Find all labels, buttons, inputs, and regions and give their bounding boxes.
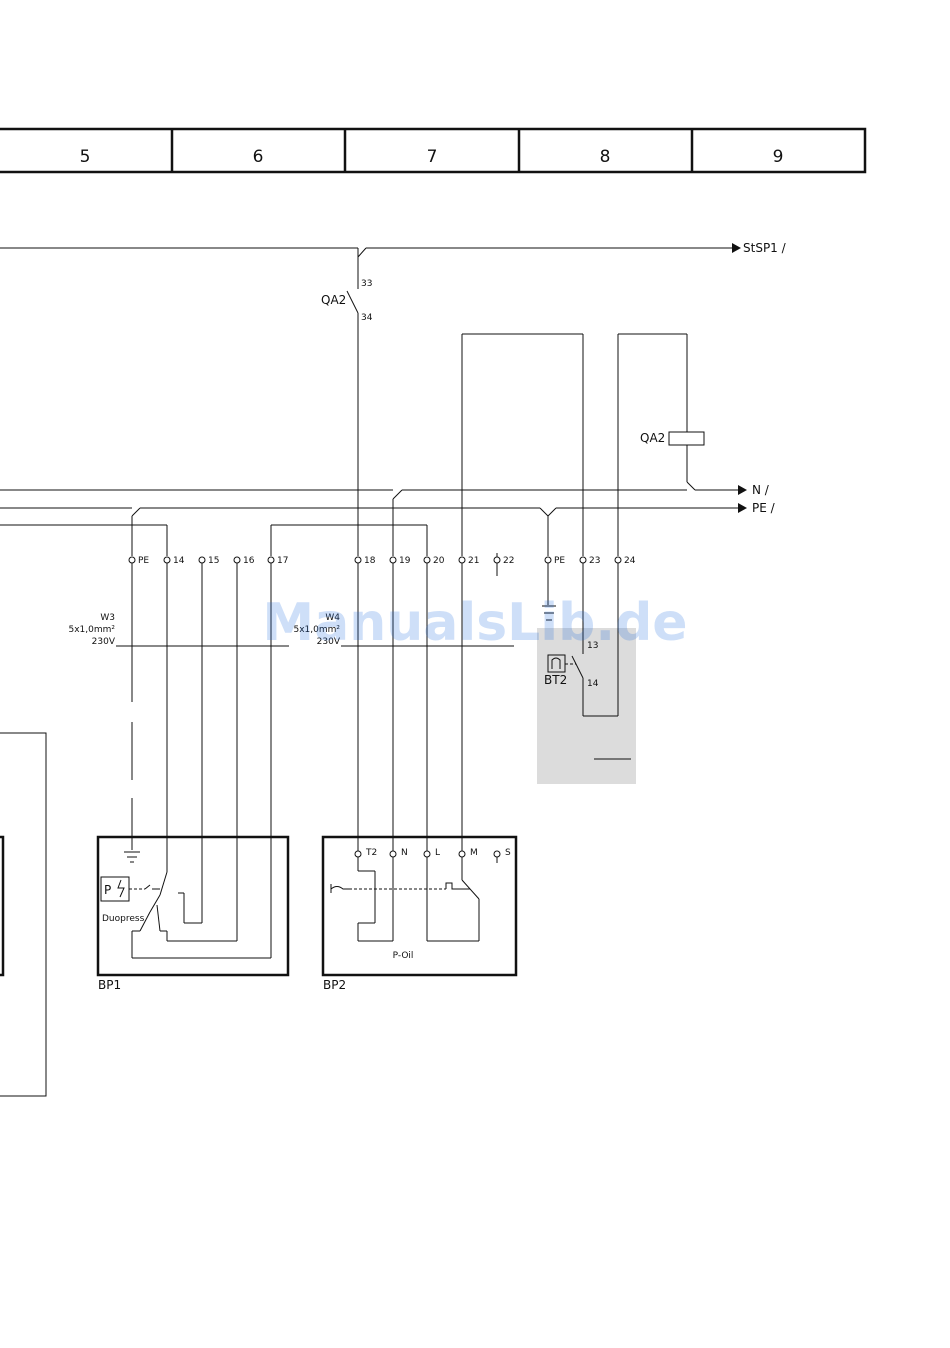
terminal: S	[494, 848, 511, 858]
pressure-sensor-label: P	[104, 883, 111, 897]
cable-spec: 5x1,0mm²	[68, 625, 115, 635]
column-number: 7	[427, 147, 438, 167]
terminal-label: 17	[277, 556, 288, 566]
device-bp1-label: BP1	[98, 978, 121, 992]
terminal-label: S	[505, 848, 511, 858]
contact-pin-34: 34	[361, 313, 373, 323]
terminal-label: 19	[399, 556, 411, 566]
coil-qa2: QA2	[640, 431, 704, 445]
terminal-label: PE	[138, 556, 149, 566]
column-number: 9	[773, 147, 784, 167]
arrow-right-icon	[738, 503, 747, 513]
terminal-label: 23	[589, 556, 600, 566]
contactor-qa2-contact: 33 34 QA2	[321, 257, 373, 556]
terminal-label: T2	[365, 848, 377, 858]
contact-label-qa2: QA2	[321, 293, 346, 307]
temperature-sensor-icon	[331, 884, 349, 893]
column-number: 6	[253, 147, 264, 167]
terminal-label: 24	[624, 556, 636, 566]
terminal-strip: PE 14 15 16 17 18 19 20 21 22 PE 23 24	[129, 553, 636, 576]
signal-label-n: N /	[752, 483, 770, 497]
cable-name: W3	[100, 613, 115, 623]
n-bus-line: N /	[0, 482, 770, 499]
terminal-label: 18	[364, 556, 376, 566]
device-bp1: P Duopress BP1	[98, 837, 288, 992]
column-number: 8	[600, 147, 611, 167]
stsp1-line: StSP1 /	[0, 241, 787, 257]
terminal-label: 16	[243, 556, 255, 566]
terminal-label: 21	[468, 556, 479, 566]
signal-label-stsp1: StSP1 /	[743, 241, 787, 255]
terminal-label: 14	[173, 556, 185, 566]
device-bp2-housing	[323, 837, 516, 975]
device-bp1-housing	[98, 837, 288, 975]
device-bp2: T2 N L M S P-Oil BP2	[323, 837, 516, 992]
left-device-frame	[0, 733, 46, 1096]
cable-w3: W3 5x1,0mm² 230V	[68, 613, 289, 647]
coil-label-qa2: QA2	[640, 431, 665, 445]
device-bp2-label: BP2	[323, 978, 346, 992]
pe-bus-line: PE /	[0, 501, 776, 516]
terminal-label: L	[435, 848, 440, 858]
thermostat-pin-14: 14	[587, 679, 599, 689]
column-number: 5	[80, 147, 91, 167]
watermark: ManualsLib.de	[262, 593, 687, 653]
column-header: 5 6 7 8 9	[0, 129, 865, 172]
terminal-label: M	[470, 848, 478, 858]
thermostat-label: BT2	[544, 673, 567, 687]
arrow-right-icon	[732, 243, 741, 253]
device-bp2-name: P-Oil	[393, 951, 414, 961]
terminal-label: PE	[554, 556, 565, 566]
signal-label-pe: PE /	[752, 501, 776, 515]
contact-pin-33: 33	[361, 279, 372, 289]
terminal-label: 22	[503, 556, 514, 566]
device-bp1-name: Duopress	[102, 914, 145, 924]
terminal-label: N	[401, 848, 408, 858]
terminal-label: 15	[208, 556, 219, 566]
cable-voltage: 230V	[92, 637, 116, 647]
terminal-label: 20	[433, 556, 445, 566]
terminal: L	[424, 848, 440, 858]
arrow-right-icon	[738, 485, 747, 495]
routing-wires	[0, 334, 687, 556]
